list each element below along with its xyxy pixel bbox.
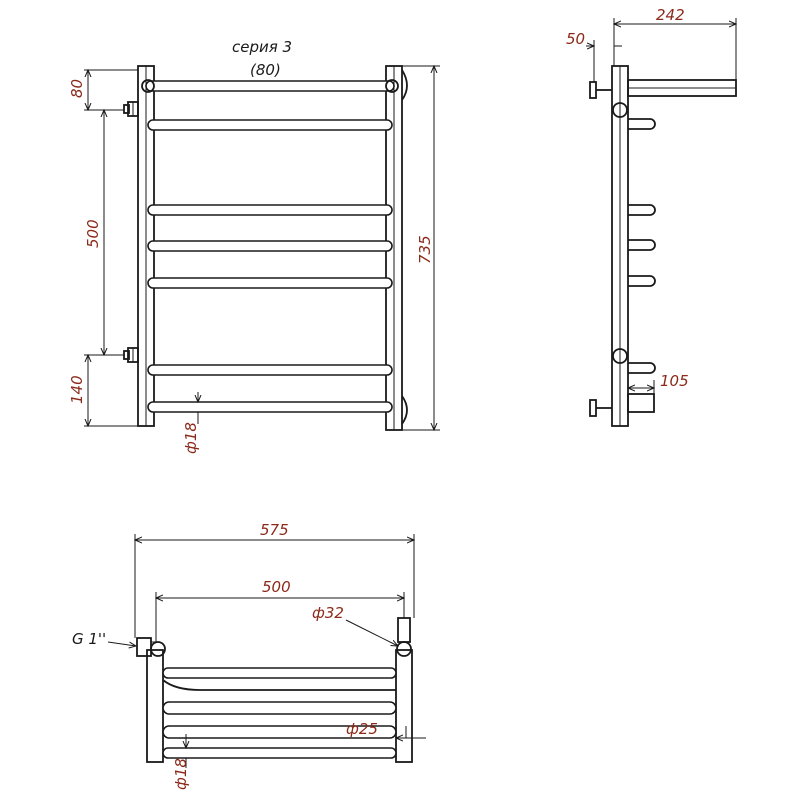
rung [147, 240, 393, 252]
top-right-post [395, 649, 413, 763]
rail [162, 725, 397, 739]
rail [162, 701, 397, 715]
dim-height-label: 735 [416, 235, 434, 264]
upper-bracket [589, 81, 612, 99]
dim-axis-label: 500 [84, 219, 102, 248]
side-rungs [627, 118, 656, 413]
dim-depth-label: 242 [656, 6, 685, 24]
dim-tube-label: ф18 [182, 422, 200, 454]
upper-fitting [123, 101, 139, 117]
rail [162, 667, 397, 679]
top-dim-tube-label: ф18 [172, 758, 190, 790]
top-view: 575 500 ф32 G 1'' ф25 ф18 [72, 521, 426, 790]
front-view: серия 3 (80) [68, 38, 440, 454]
dim-offset-label: 50 [566, 30, 585, 48]
top-dim-pipe-label: ф32 [312, 604, 344, 622]
rung [147, 204, 393, 216]
left-connection [136, 637, 166, 657]
side-view: 242 50 105 [566, 6, 736, 427]
rung [147, 364, 393, 376]
top-rails [162, 667, 397, 759]
top-dim-axis-label: 500 [262, 578, 291, 596]
dim-top-label: 80 [68, 79, 86, 98]
top-dim-thread-label: G 1'' [72, 630, 106, 648]
series-subtitle: (80) [250, 61, 281, 79]
top-dim-width-label: 575 [260, 521, 289, 539]
rung [147, 119, 393, 131]
rail [162, 747, 397, 759]
series-title: серия 3 [232, 38, 292, 56]
top-dim-shelf-label: ф25 [346, 720, 378, 738]
dim-lower-label: 105 [660, 372, 689, 390]
rung [147, 401, 393, 413]
rung [147, 277, 393, 289]
rung [145, 80, 395, 92]
top-left-post [146, 649, 164, 763]
lower-bracket [589, 399, 612, 417]
dim-bottom-label: 140 [68, 375, 86, 404]
front-rungs [145, 80, 395, 413]
lower-fitting [123, 347, 139, 363]
